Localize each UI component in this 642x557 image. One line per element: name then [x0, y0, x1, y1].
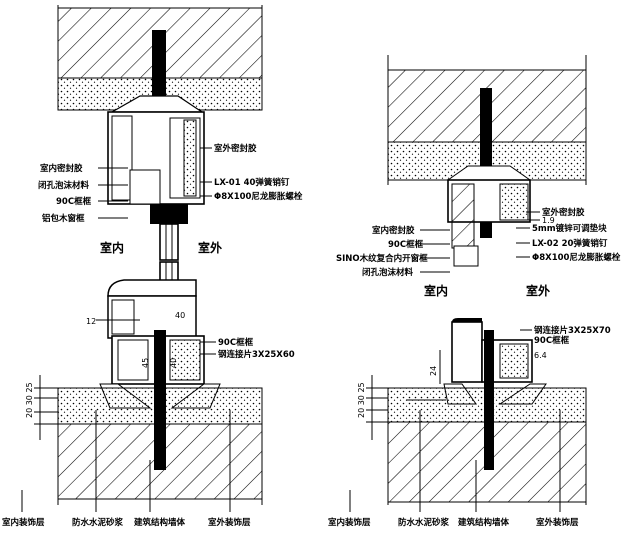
right-bottom-structure-wall: [387, 421, 587, 503]
label-bolt: Φ8X100尼龙膨胀螺栓: [214, 191, 303, 202]
right-label-outdoor: 室外: [526, 283, 550, 298]
bottom-label-left-4: 室外装饰层: [208, 517, 251, 528]
bottom-structure-wall: [57, 423, 263, 500]
label-plate-frame: 90C框框: [218, 337, 254, 348]
right-label-frame-90b: 90C框框: [534, 335, 570, 346]
label-outdoor-sealant: 室外密封胶: [214, 143, 257, 154]
label-foam-filler: 闭孔泡沫材料: [38, 180, 90, 191]
right-label-outdoor-sealant: 室外密封胶: [542, 207, 585, 218]
right-label-lx02: LX-02 20弹簧销钉: [532, 238, 608, 249]
bottom-label-left-3: 建筑结构墙体: [133, 517, 186, 528]
label-wood-trim: 铝包木窗框: [42, 213, 85, 224]
dim-left-vertical: 20 30 25: [25, 382, 34, 418]
right-label-steel-plate: 钢连接片3X25X70: [534, 325, 611, 336]
left-section: [21, 5, 263, 512]
right-label-indoor: 室内: [424, 283, 448, 298]
bottom-label-left-2: 防水水泥砂浆: [72, 517, 124, 528]
label-indoor: 室内: [100, 240, 124, 255]
label-steel-plate: 钢连接片3X25X60: [218, 349, 295, 360]
right-label-frame-90: 90C框框: [388, 239, 424, 250]
right-dim-24: 24: [429, 366, 438, 376]
label-screw: LX-01 40弹簧销钉: [214, 177, 290, 188]
bottom-label-right-4: 室外装饰层: [536, 517, 579, 528]
right-bottom-mortar-layer: [387, 387, 587, 423]
bottom-mortar-layer: [57, 387, 263, 425]
dim-40-vertical: 40: [169, 358, 178, 368]
right-label-shim: 5mm镀锌可调垫块: [532, 223, 607, 234]
right-label-foam-filler: 闭孔泡沫材料: [362, 267, 414, 278]
glass-upper: [159, 223, 179, 261]
bottom-label-right-2: 防水水泥砂浆: [398, 517, 450, 528]
right-label-indoor-sealant: 室内密封胶: [372, 225, 415, 236]
dim-12: 12: [86, 317, 96, 326]
right-label-sino-wood: SINO木纹复合内开窗框: [336, 253, 428, 264]
right-lower-sash: [451, 321, 483, 383]
label-frame-90: 90C框框: [56, 196, 92, 207]
right-dim-19: 1.9: [542, 216, 555, 225]
bottom-label-right-1: 室内装饰层: [328, 517, 371, 528]
right-label-bolt: Φ8X100尼龙膨胀螺栓: [532, 252, 621, 263]
right-section: [349, 55, 587, 512]
bottom-label-left-1: 室内装饰层: [2, 517, 45, 528]
right-dim-vertical: 20 30 25: [357, 382, 366, 418]
label-indoor-sealant: 室内密封胶: [40, 163, 83, 174]
label-outdoor: 室外: [198, 240, 222, 255]
bottom-label-right-3: 建筑结构墙体: [457, 517, 510, 528]
right-dim-64: 6.4: [534, 351, 547, 360]
dim-45: 45: [141, 358, 150, 368]
dim-40: 40: [175, 311, 185, 320]
